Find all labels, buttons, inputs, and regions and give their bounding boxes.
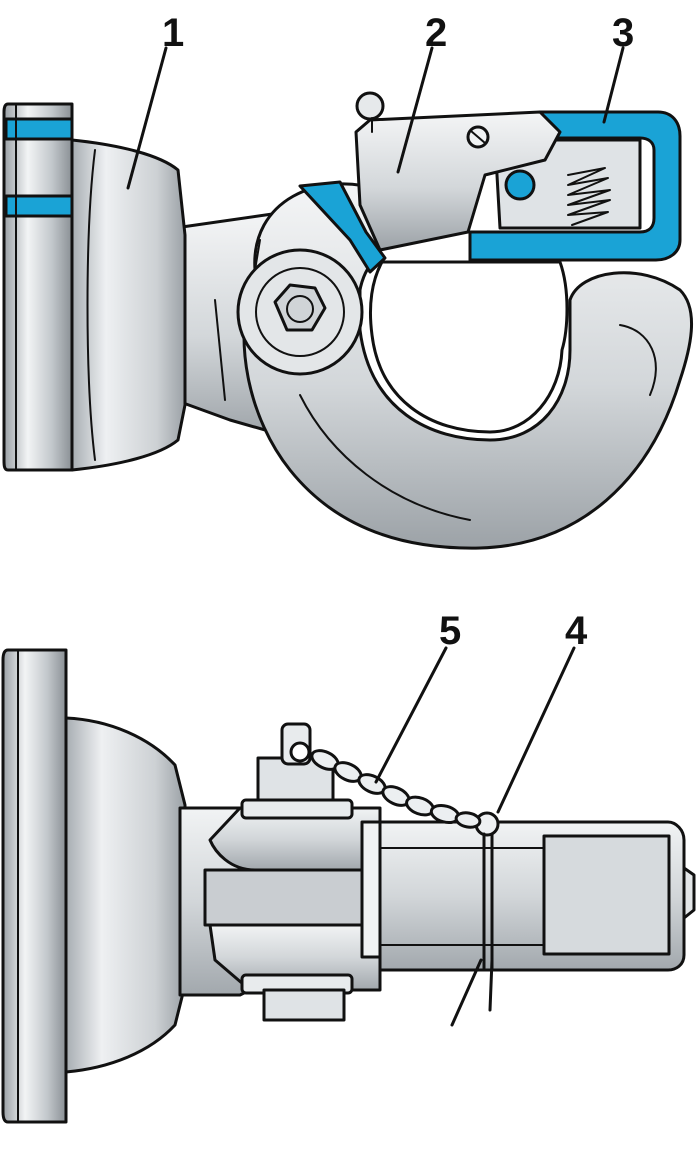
conical-body-1 [70, 138, 187, 472]
top-view: 1 2 3 [2, 11, 693, 550]
hook-nose [682, 866, 696, 920]
bottom-conical-body [64, 716, 187, 1074]
leader-4 [496, 646, 576, 814]
pivot-ring [255, 267, 345, 357]
pivot-nut-washer [286, 295, 314, 323]
pin-washer-top [240, 798, 354, 820]
flange-band-top [4, 117, 74, 141]
callout-1: 1 [162, 11, 184, 55]
callout-5: 5 [439, 609, 461, 653]
hook-head-panel [542, 834, 671, 956]
hook-throat [368, 260, 569, 434]
callout-4: 4 [565, 609, 588, 653]
leader-2 [396, 46, 434, 174]
pivot-nut [273, 283, 327, 332]
latch-spring [567, 167, 611, 226]
bottom-flange [1, 648, 68, 1124]
lever-screw-slot [470, 130, 486, 144]
pin-nut-bottom [262, 988, 346, 1022]
latch-frame-3 [468, 110, 682, 262]
clevis-slot [203, 868, 382, 927]
hook-body [242, 182, 693, 550]
lever-knob [355, 91, 385, 121]
leader-3 [602, 46, 625, 124]
latch-pin [504, 169, 536, 201]
leader-1 [126, 46, 168, 190]
flange-band-mid [4, 194, 74, 218]
leader-5 [374, 646, 448, 784]
hook-shade-line [299, 394, 471, 521]
safety-chain-5 [310, 749, 482, 829]
latch-lever-2 [354, 110, 562, 252]
hook-shade-line-2 [619, 324, 657, 396]
mounting-flange [2, 102, 74, 472]
pin-eye [289, 741, 311, 763]
callout-2: 2 [425, 11, 447, 55]
split-pin-leg-a [450, 958, 483, 1027]
lock-wedge [298, 180, 387, 274]
body-shade [86, 149, 96, 461]
split-pin-leg-b [488, 958, 494, 1012]
bottom-view: 5 4 [1, 609, 696, 1124]
callout-3: 3 [612, 11, 634, 55]
